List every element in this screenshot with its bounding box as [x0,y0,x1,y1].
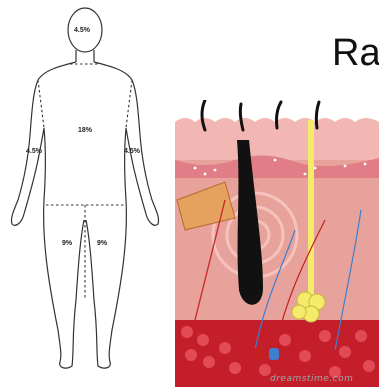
body-outline [11,8,158,368]
left-leg-percentage: 9% [62,240,72,247]
title-fragment: Ra [332,32,379,75]
left-arm-percentage: 4.5% [26,148,42,155]
head-percentage: 4.5% [74,27,90,34]
right-arm-percentage: 4.5% [124,148,140,155]
watermark: dreamstime.com [270,374,353,384]
skin-cross-section [165,100,379,387]
right-leg-percentage: 9% [97,240,107,247]
trunk-percentage: 18% [78,127,92,134]
vein-end [269,348,279,360]
body-outline-diagram [0,0,175,387]
region-boundaries [38,64,132,300]
artery-end [253,348,263,360]
